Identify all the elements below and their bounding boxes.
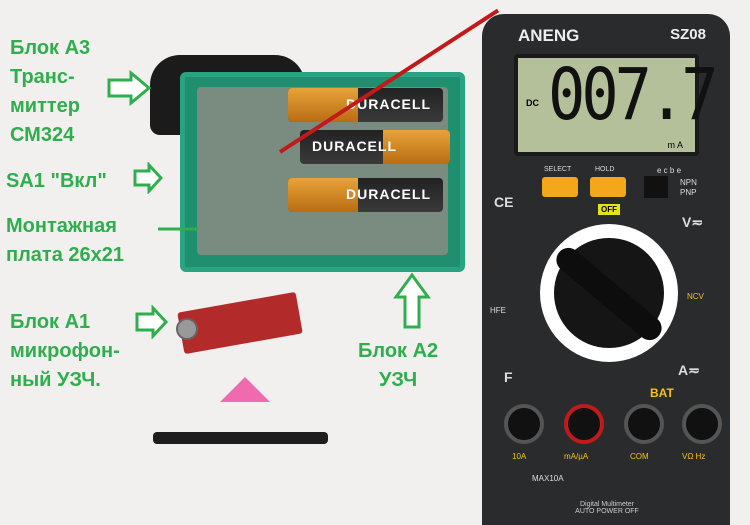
jack-v[interactable] <box>682 404 722 444</box>
microphone <box>176 318 198 340</box>
label-a3: Блок А3 Транс- миттер СМ324 <box>10 37 91 146</box>
arrow-right-icon <box>107 70 152 106</box>
arrow-up-icon <box>393 272 431 329</box>
jack-com[interactable] <box>624 404 664 444</box>
lcd-display: DC 007.7 m A <box>514 54 719 156</box>
label-sa1: SA1 "Вкл" <box>6 170 107 192</box>
label-a1: Блок А1 микрофон- ный УЗЧ. <box>10 311 120 391</box>
screwdriver <box>153 432 328 444</box>
hold-button[interactable] <box>590 177 626 197</box>
select-button[interactable] <box>542 177 578 197</box>
model-label: SZ08 <box>670 26 706 43</box>
off-position: OFF <box>598 204 620 215</box>
connector-line <box>158 227 198 231</box>
label-a2: Блок А2 УЗЧ <box>358 340 439 391</box>
multimeter: ANENG SZ08 DC 007.7 m A SELECT HOLD e c … <box>482 14 730 525</box>
label-board: Монтажная плата 26х21 <box>6 215 124 266</box>
pink-triangle-marker <box>220 377 270 402</box>
unit-indicator: m A <box>667 140 683 150</box>
transistor-socket[interactable] <box>644 176 668 198</box>
ce-mark: CE <box>494 194 514 210</box>
jack-10a[interactable] <box>504 404 544 444</box>
display-reading: 007.7 <box>548 52 719 137</box>
arrow-right-icon <box>135 305 169 339</box>
battery: DURACELL <box>288 178 443 212</box>
dc-indicator: DC <box>526 98 539 108</box>
jack-ma[interactable] <box>564 404 604 444</box>
arrow-right-icon <box>133 162 164 194</box>
footer-text: Digital Multimeter AUTO POWER OFF <box>575 501 639 515</box>
battery: DURACELL <box>288 88 443 122</box>
battery: DURACELL <box>300 130 450 164</box>
brand-logo: ANENG <box>518 26 580 45</box>
